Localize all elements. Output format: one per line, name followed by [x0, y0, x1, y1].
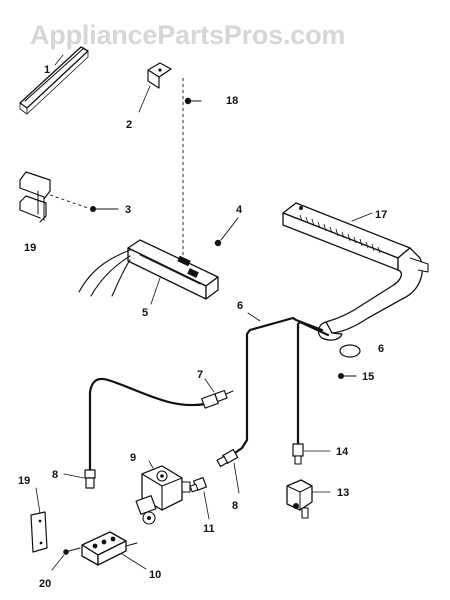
- leader-19-lower: [35, 487, 41, 514]
- part-7-thermocouple-tube: [88, 377, 207, 472]
- part-18-screw: [184, 97, 202, 105]
- part-6-gas-tube: [230, 316, 324, 457]
- leader-8-right: [233, 462, 240, 494]
- callout-1: 1: [44, 64, 50, 76]
- callout-17: 17: [375, 209, 387, 221]
- callout-19-upper: 19: [24, 242, 36, 254]
- leader-1: [54, 54, 64, 66]
- callout-8-left: 8: [52, 469, 58, 481]
- callout-10: 10: [149, 569, 161, 581]
- callout-14: 14: [336, 446, 349, 458]
- watermark: AppliancePartsPros.com: [30, 20, 345, 50]
- leader-17: [351, 212, 373, 222]
- assembly-line-19-3: [49, 194, 89, 209]
- part-5-burner: [127, 239, 219, 300]
- callout-3: 3: [125, 204, 131, 216]
- callout-8-right: 8: [232, 500, 238, 512]
- part-2-bracket: [147, 62, 172, 89]
- part-19-plate: [30, 511, 48, 553]
- callout-7: 7: [197, 369, 203, 381]
- part-10-control: [81, 531, 138, 566]
- callout-9: 9: [130, 452, 136, 464]
- callout-15: 15: [362, 371, 374, 383]
- leader-8-left: [63, 473, 85, 479]
- leader-6-upper: [247, 312, 261, 322]
- callout-2: 2: [126, 119, 132, 131]
- callout-19-lower: 19: [18, 475, 30, 487]
- callout-6-upper: 6: [237, 300, 243, 312]
- part-7-fitting: [201, 389, 234, 409]
- part-8-fitting-right: [216, 448, 239, 468]
- part-15-screw: [338, 373, 357, 379]
- part-11-fitting: [189, 476, 208, 493]
- callout-4: 4: [236, 204, 243, 216]
- leader-11: [203, 491, 210, 520]
- part-13-elbow: [286, 479, 313, 519]
- leader-9: [148, 460, 154, 469]
- part-5-wires: [78, 249, 131, 297]
- leader-7: [204, 378, 215, 393]
- part-14-fitting: [292, 443, 304, 465]
- part-1-rail: [19, 46, 89, 115]
- leader-5: [150, 277, 161, 305]
- part-20-screw: [63, 547, 81, 555]
- callout-20: 20: [39, 578, 51, 590]
- callout-13: 13: [337, 487, 349, 499]
- part-9-gas-valve: [135, 465, 191, 525]
- callout-5: 5: [142, 307, 148, 319]
- callout-18: 18: [226, 95, 238, 107]
- leader-2: [138, 85, 151, 113]
- callout-6-lower: 6: [378, 343, 384, 355]
- tube-to-fitting-14: [296, 320, 330, 446]
- part-4-screw: [214, 217, 239, 247]
- leader-20: [51, 554, 65, 571]
- leader-10: [121, 553, 147, 570]
- part-17-burner-tube: [282, 202, 429, 341]
- part-6-orifice: [339, 344, 361, 358]
- part-19-bracket-upper: [19, 171, 51, 223]
- callout-11: 11: [203, 523, 215, 535]
- part-8-fitting-left: [84, 469, 96, 489]
- part-3-screw: [90, 206, 119, 212]
